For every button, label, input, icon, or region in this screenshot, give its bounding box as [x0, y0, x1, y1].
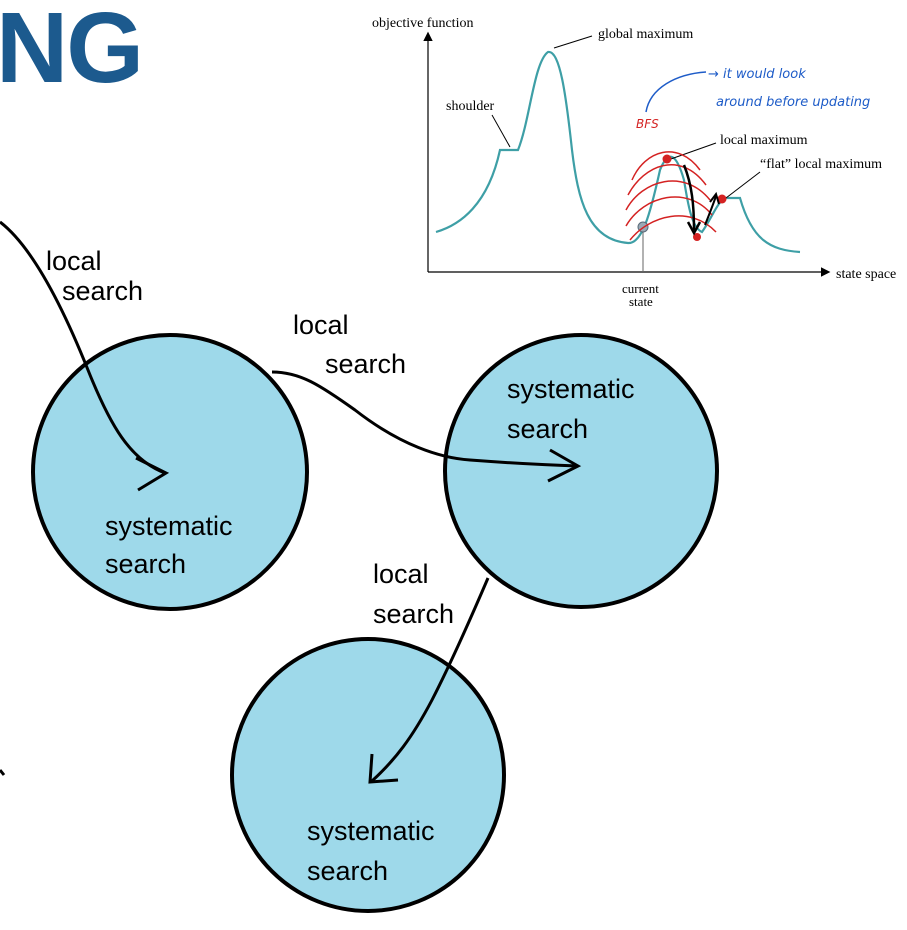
edge-label-3-line-1: local — [373, 559, 429, 589]
objective-function-curve — [435, 50, 801, 254]
note-line-1: → it would look — [708, 67, 806, 82]
local-search-arrow-2 — [271, 370, 579, 468]
climb-arrow-head — [709, 191, 720, 205]
node-label-2-line-2: search — [507, 414, 588, 444]
bfs-annotation: BFS — [636, 117, 659, 131]
global-max-label: global maximum — [598, 27, 693, 42]
local-search-arrow-3-head — [368, 753, 399, 784]
shoulder-label: shoulder — [446, 99, 495, 114]
slide-edge-fragment — [0, 769, 6, 776]
shoulder-leader — [491, 114, 511, 148]
local-max-label: local maximum — [720, 133, 808, 148]
node-label-3-line-1: systematic — [307, 816, 435, 846]
local-max-leader — [667, 142, 717, 161]
local-search-arrow-1 — [0, 220, 166, 475]
note-pointer — [645, 71, 707, 113]
valley-point — [693, 233, 701, 241]
drop-arrow-head — [686, 221, 702, 236]
edge-label-3-line-2: search — [373, 599, 454, 629]
flat-local-max-label: “flat” local maximum — [760, 157, 882, 172]
local-max-point — [662, 154, 672, 164]
node-label-3-line-2: search — [307, 856, 388, 886]
current-state-label: current — [622, 281, 659, 296]
edge-label-2-line-1: local — [293, 310, 349, 340]
global-max-leader — [553, 35, 593, 49]
x-axis-label: state space — [836, 267, 896, 282]
note-line-2: around before updating — [716, 95, 870, 110]
edge-label-2-line-2: search — [325, 349, 406, 379]
local-search-arrow-2-head — [547, 448, 582, 483]
systematic-search-circle-2 — [443, 333, 719, 609]
page-title: NG — [0, 0, 144, 104]
edge-label-1-line-1: local — [46, 246, 102, 276]
drop-arrow — [682, 164, 696, 231]
y-axis-label: objective function — [372, 16, 473, 31]
local-search-arrow-1-head — [135, 456, 170, 492]
systematic-search-circle-3 — [230, 637, 506, 913]
node-label-1-line-1: systematic — [105, 511, 233, 541]
climb-arrow — [704, 195, 717, 226]
bfs-scribbles — [625, 151, 717, 241]
node-label-1-line-2: search — [105, 549, 186, 579]
local-search-arrow-3 — [370, 577, 490, 783]
flat-max-point — [717, 194, 727, 204]
edge-label-1-line-2: search — [62, 276, 143, 306]
current-state-label-2: state — [629, 294, 653, 309]
state-space-landscape-inset: objective function state space current s… — [372, 16, 896, 309]
flat-local-max-leader — [725, 171, 761, 199]
node-label-2-line-1: systematic — [507, 374, 635, 404]
